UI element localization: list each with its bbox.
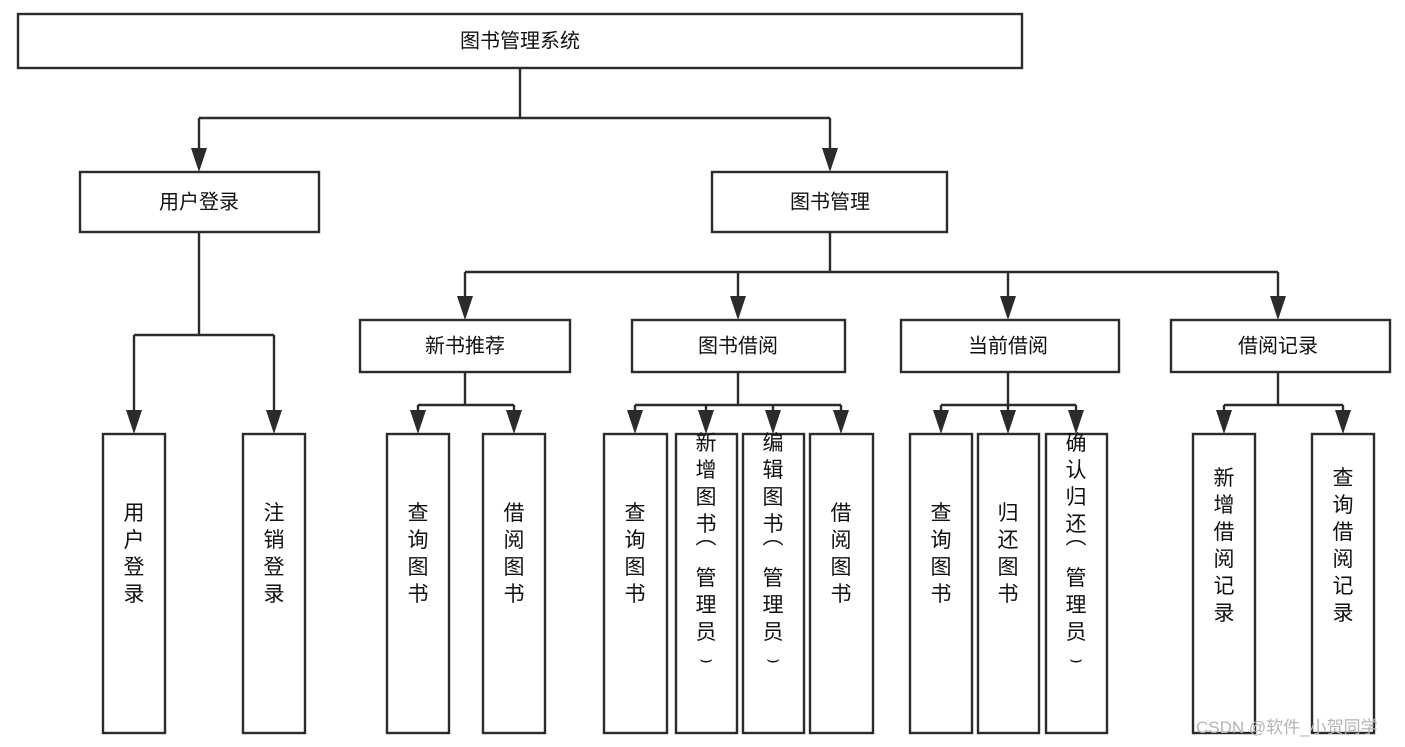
node-current-borrow-label: 当前借阅	[968, 334, 1048, 357]
leaf-bb-add-book[interactable]: 新增图书⌒管理员⌣	[674, 432, 739, 735]
leaf-br-add-record-box[interactable]	[1191, 432, 1257, 735]
leaf-nb-query-book[interactable]: 查询图书	[385, 432, 451, 735]
leaf-cb-confirm-return-box[interactable]	[1044, 432, 1109, 735]
leaf-bb-query-book-label: 查询图书	[625, 502, 646, 606]
node-book-borrow-box[interactable]	[630, 318, 847, 374]
arrow-head-leaf-cb-2	[1000, 410, 1016, 434]
arrow-head-book-borrow	[730, 296, 746, 320]
arrow-head-leaf-br-2	[1335, 410, 1351, 434]
leaf-br-query-record[interactable]: 查询借阅记录	[1310, 432, 1376, 735]
node-book-management-label: 图书管理	[790, 190, 870, 213]
leaf-bb-query-book-box[interactable]	[602, 432, 669, 735]
arrow-head-leaf-cb-1	[933, 410, 949, 434]
node-current-borrow[interactable]: 当前借阅	[899, 318, 1121, 374]
leaf-logout[interactable]: 注销登录	[241, 432, 307, 735]
arrow-head-leaf-bb-2	[698, 410, 714, 434]
arrow-head-leaf-nb-1	[410, 410, 426, 434]
leaf-br-query-record-box[interactable]	[1310, 432, 1376, 735]
leaf-cb-query-book-box[interactable]	[908, 432, 974, 735]
leaf-logout-box[interactable]	[241, 432, 307, 735]
leaf-cb-confirm-return[interactable]: 确认归还⌒管理员⌣	[1044, 432, 1109, 735]
arrow-head-leaf-br-1	[1216, 410, 1232, 434]
node-user-login-box[interactable]	[78, 170, 321, 234]
arrow-head-leaf-cb-3	[1068, 410, 1084, 434]
node-current-borrow-box[interactable]	[899, 318, 1121, 374]
node-borrow-record-label: 借阅记录	[1238, 334, 1318, 357]
leaf-nb-borrow-book-box[interactable]	[481, 432, 547, 735]
arrow-head-leaf-user-login	[126, 410, 142, 434]
leaf-cb-return-book-box[interactable]	[976, 432, 1041, 735]
node-new-book-recommend-label: 新书推荐	[425, 334, 505, 357]
leaf-user-login-box[interactable]	[101, 432, 167, 735]
node-borrow-record[interactable]: 借阅记录	[1169, 318, 1392, 374]
arrow-head-book-mgmt	[822, 148, 838, 172]
connector-layer	[126, 68, 1351, 434]
node-root-label: 图书管理系统	[460, 29, 580, 52]
leaf-nb-borrow-book[interactable]: 借阅图书	[481, 432, 547, 735]
leaf-cb-return-book[interactable]: 归还图书	[976, 432, 1041, 735]
leaf-bb-borrow-book-box[interactable]	[808, 432, 875, 735]
arrow-head-current-borrow	[1000, 296, 1016, 320]
arrow-head-leaf-bb-3	[765, 410, 781, 434]
arrow-head-borrow-record	[1270, 296, 1286, 320]
leaf-bb-edit-book-box[interactable]	[741, 432, 806, 735]
leaf-cb-query-book[interactable]: 查询图书	[908, 432, 974, 735]
arrow-head-leaf-bb-4	[833, 410, 849, 434]
leaf-br-add-record-label: 新增借阅记录	[1214, 467, 1235, 625]
leaf-bb-edit-book-label: 编辑图书⌒管理员⌣	[763, 432, 784, 671]
arrow-head-leaf-logout	[266, 410, 282, 434]
node-new-book-recommend[interactable]: 新书推荐	[358, 318, 572, 374]
leaf-cb-query-book-label: 查询图书	[931, 502, 952, 606]
leaf-logout-label: 注销登录	[264, 502, 285, 606]
arrow-head-new-book-recommend	[457, 296, 473, 320]
leaf-bb-add-book-box[interactable]	[674, 432, 739, 735]
arrow-head-leaf-nb-2	[506, 410, 522, 434]
node-root[interactable]: 图书管理系统	[16, 12, 1024, 70]
node-borrow-record-box[interactable]	[1169, 318, 1392, 374]
node-root-box[interactable]	[16, 12, 1024, 70]
leaf-user-login[interactable]: 用户登录	[101, 432, 167, 735]
watermark-text: CSDN @软件_小贺同学	[1196, 718, 1378, 737]
leaf-bb-add-book-label: 新增图书⌒管理员⌣	[696, 432, 717, 671]
node-book-management-box[interactable]	[710, 170, 949, 234]
node-new-book-recommend-box[interactable]	[358, 318, 572, 374]
leaf-br-query-record-label: 查询借阅记录	[1333, 467, 1354, 625]
node-user-login[interactable]: 用户登录	[78, 170, 321, 234]
leaf-nb-borrow-book-label: 借阅图书	[504, 502, 525, 606]
node-book-borrow[interactable]: 图书借阅	[630, 318, 847, 374]
leaf-user-login-label: 用户登录	[124, 502, 145, 606]
leaf-nb-query-book-label: 查询图书	[408, 502, 429, 606]
node-book-borrow-label: 图书借阅	[698, 334, 778, 357]
node-book-management[interactable]: 图书管理	[710, 170, 949, 234]
arrow-head-leaf-bb-1	[627, 410, 643, 434]
leaf-bb-edit-book[interactable]: 编辑图书⌒管理员⌣	[741, 432, 806, 735]
leaf-cb-return-book-label: 归还图书	[998, 502, 1019, 606]
leaf-bb-borrow-book[interactable]: 借阅图书	[808, 432, 875, 735]
leaf-bb-query-book[interactable]: 查询图书	[602, 432, 669, 735]
leaf-br-add-record[interactable]: 新增借阅记录	[1191, 432, 1257, 735]
node-user-login-label: 用户登录	[159, 190, 239, 213]
arrow-head-user-login	[191, 148, 207, 172]
leaf-cb-confirm-return-label: 确认归还⌒管理员⌣	[1066, 432, 1087, 671]
leaf-nb-query-book-box[interactable]	[385, 432, 451, 735]
leaf-bb-borrow-book-label: 借阅图书	[831, 502, 852, 606]
